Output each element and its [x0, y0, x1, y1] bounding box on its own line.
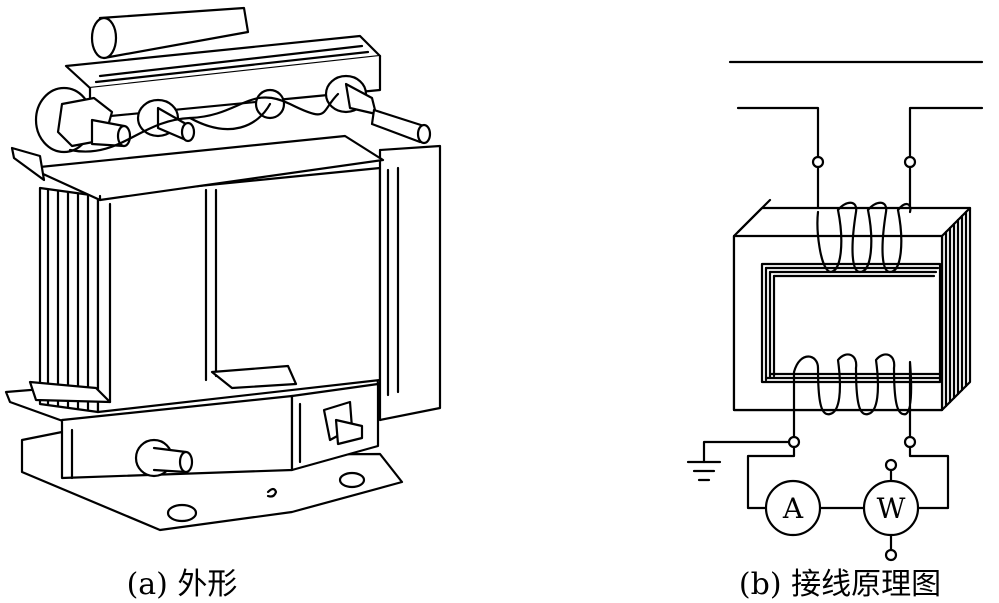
- primary-winding: [816, 201, 912, 274]
- core-window: [760, 262, 942, 384]
- wattmeter-circle: [862, 479, 920, 537]
- ammeter-label: A: [782, 492, 804, 525]
- secondary-terminal-right: [903, 435, 917, 449]
- primary-terminal-left: [811, 155, 825, 169]
- meter-circuit-wire: [746, 445, 796, 510]
- wattmeter-label: W: [877, 492, 906, 525]
- caption-a: (a) 外形: [127, 567, 238, 602]
- base-hole-right: [338, 471, 366, 489]
- wattmeter-terminal-top: [884, 458, 898, 472]
- core-right-side: [378, 144, 442, 422]
- base-hole-left: [166, 503, 198, 523]
- secondary-winding: [792, 353, 913, 438]
- transformer-drawing: [4, 6, 442, 532]
- wattmeter-terminal-bottom: [884, 548, 898, 562]
- connecting-wire: [68, 92, 340, 153]
- top-clamp: [28, 134, 385, 202]
- ammeter-circle: [764, 479, 822, 537]
- secondary-terminal-left: [787, 435, 801, 449]
- supply-line-left: [736, 106, 820, 158]
- supply-line-right: [908, 106, 984, 158]
- primary-terminal-right: [903, 155, 917, 169]
- ground-symbol-icon: [686, 440, 791, 482]
- caption-b: (b) 接线原理图: [739, 567, 941, 602]
- wiring-schematic: [686, 60, 984, 562]
